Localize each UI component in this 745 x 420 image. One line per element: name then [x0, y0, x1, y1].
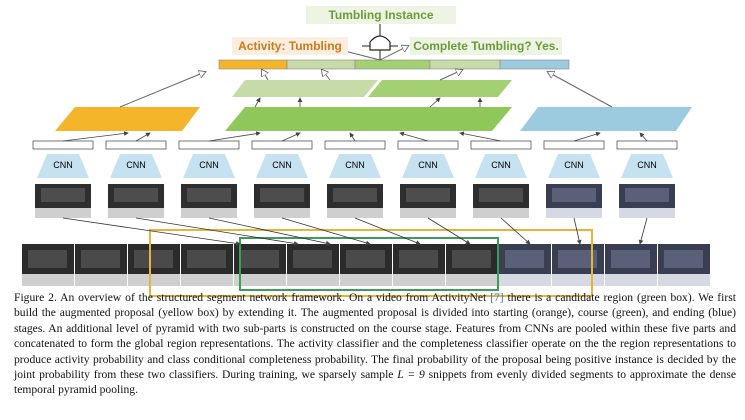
snippet-column	[178, 140, 240, 218]
video-frame	[287, 244, 339, 286]
activity-label: Activity: Tumbling	[232, 37, 348, 55]
figure-caption: Figure 2. An overview of the structured …	[14, 290, 736, 398]
video-frame	[605, 244, 657, 286]
caption-text-2: there is a candidate region (green box).…	[14, 291, 736, 382]
cnn-label: CNN	[199, 160, 219, 170]
video-frame	[446, 244, 498, 286]
video-frame	[234, 244, 286, 286]
cnn-label: CNN	[491, 160, 511, 170]
snippet-column	[470, 140, 532, 218]
caption-text-3: snippets from evenly divided segments to…	[14, 368, 736, 397]
snippet-column	[324, 140, 386, 218]
video-frame	[181, 244, 233, 286]
cnn-label: CNN	[272, 160, 292, 170]
snippet-columns	[32, 140, 678, 218]
sampling-lines	[62, 217, 648, 246]
snippet-column	[32, 140, 94, 218]
cnn-label: CNN	[637, 160, 657, 170]
starting-stage-pool	[55, 107, 200, 131]
snippet-column	[543, 140, 605, 218]
snippet-column	[105, 140, 167, 218]
cnn-label: CNN	[418, 160, 438, 170]
course-stage-pool	[225, 107, 512, 131]
caption-math: L = 9	[397, 368, 425, 382]
pooling-arrows	[62, 97, 648, 142]
ssn-framework-figure: Tumbling Instance Activity: Tumbling Com…	[22, 6, 710, 297]
video-frame	[340, 244, 392, 286]
cnn-label: CNN	[345, 160, 365, 170]
joint-classifier-gate	[362, 22, 398, 60]
cnn-label: CNN	[126, 160, 146, 170]
course-subpart-1-pool	[232, 80, 378, 97]
global-representation-bar	[218, 59, 570, 70]
snippet-column	[251, 140, 313, 218]
video-frame	[75, 244, 127, 286]
tumbling-instance-label: Tumbling Instance	[306, 6, 456, 24]
cnn-label: CNN	[564, 160, 584, 170]
snippet-column	[616, 140, 678, 218]
snippet-column	[397, 140, 459, 218]
ending-stage-pool	[520, 107, 692, 131]
video-frame	[128, 244, 180, 286]
video-frame	[22, 244, 74, 286]
video-frame	[552, 244, 604, 286]
caption-text-1: Figure 2. An overview of the structured …	[14, 291, 491, 304]
caption-reference-link[interactable]: [7]	[490, 291, 504, 304]
video-frame	[393, 244, 445, 286]
video-frame	[499, 244, 551, 286]
course-subpart-2-pool	[368, 80, 512, 97]
candidate-region-box	[239, 237, 499, 291]
completeness-label: Complete Tumbling? Yes.	[410, 37, 562, 55]
video-frame-strip	[22, 244, 710, 286]
video-frame	[658, 244, 710, 286]
cnn-label: CNN	[53, 160, 73, 170]
figure-diagram	[22, 22, 710, 297]
concat-arrows	[119, 70, 613, 108]
augmented-proposal-box	[149, 229, 593, 297]
